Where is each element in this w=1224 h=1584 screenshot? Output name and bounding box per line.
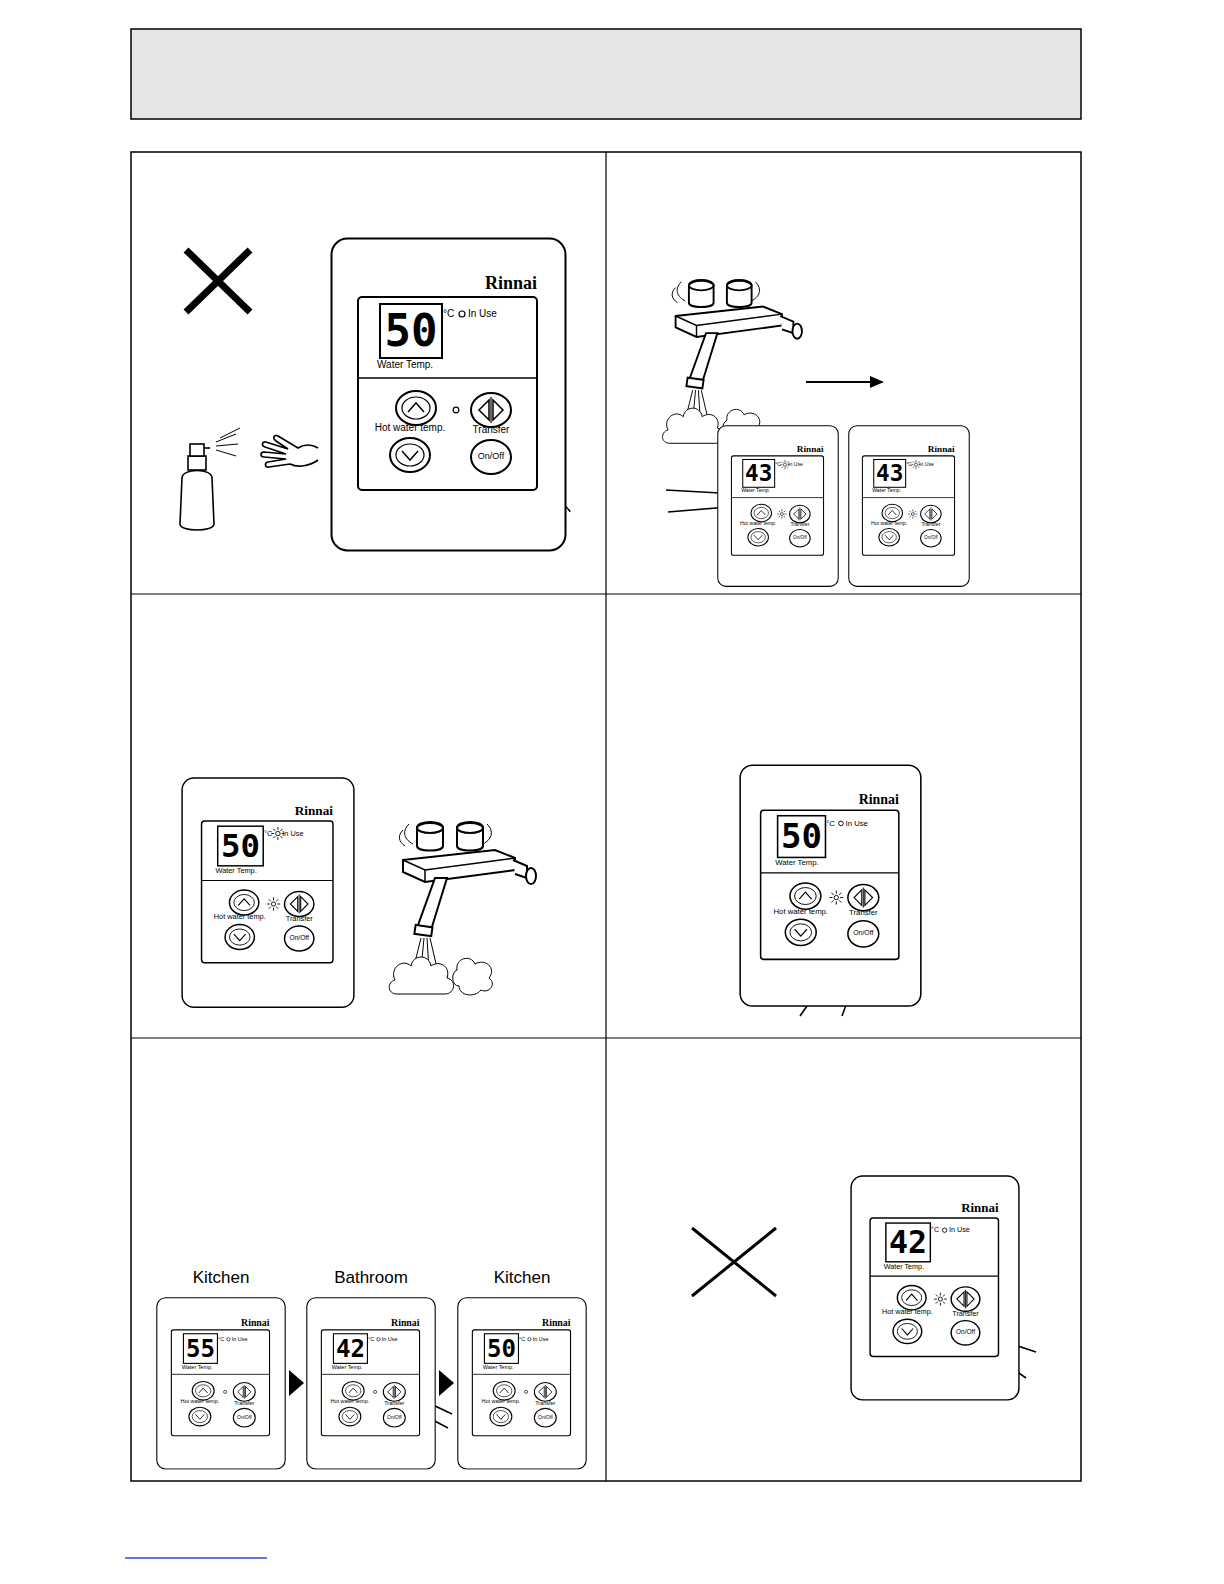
brand-logo: Rinnai (485, 273, 537, 294)
in-use-label: In Use (949, 1227, 970, 1234)
remote-controller: Rinnai 42°C In UseWater Temp. Hot water tem… (850, 1175, 1020, 1401)
remote-controller: Rinnai 50°C In UseWater Temp. Hot water tem… (739, 764, 922, 1007)
location-label: Kitchen (193, 1268, 250, 1288)
unit-label: °C (264, 830, 272, 837)
transfer-label: Transfer (234, 1400, 254, 1405)
unit-label: °C (519, 1336, 525, 1341)
on-off-label: On/Off (956, 1329, 975, 1335)
on-off-label: On/Off (237, 1415, 251, 1420)
on-off-label: On/Off (793, 536, 807, 541)
on-off-label: On/Off (478, 452, 504, 461)
transfer-label: Transfer (286, 915, 313, 922)
hot-water-temp-label: Hot water temp. (774, 908, 829, 916)
on-off-label: On/Off (290, 935, 309, 942)
hot-water-temp-label: Hot water temp. (375, 423, 446, 433)
water-temp-label: Water Temp. (332, 1364, 363, 1369)
brand-logo: Rinnai (928, 444, 955, 455)
hot-water-temp-label: Hot water temp. (214, 914, 266, 921)
unit-label: °C (775, 462, 781, 467)
hot-water-temp-label: Hot water temp. (871, 521, 907, 526)
unit-label: °C (218, 1336, 224, 1341)
water-temp-label: Water Temp. (377, 360, 433, 370)
unit-label: °C (443, 309, 454, 319)
transfer-label: Transfer (921, 522, 940, 527)
in-use-label: In Use (232, 1336, 248, 1341)
remote-controller: Rinnai 55°C In UseWater Temp. Hot water tem… (156, 1297, 286, 1470)
transfer-label: Transfer (849, 909, 877, 917)
temperature-display: 42 (333, 1334, 367, 1363)
on-off-label: On/Off (387, 1415, 401, 1420)
in-use-label: In Use (846, 820, 868, 828)
remote-controller: Rinnai 50°C In UseWater Temp. Hot water tem… (330, 237, 567, 552)
remote-controller: Rinnai 43°C In UseWater Temp. Hot water tem… (717, 425, 839, 587)
hot-water-temp-label: Hot water temp. (331, 1399, 370, 1404)
hot-water-temp-label: Hot water temp. (181, 1399, 220, 1404)
brand-logo: Rinnai (391, 1317, 420, 1329)
water-temp-label: Water Temp. (182, 1364, 213, 1369)
water-temp-label: Water Temp. (741, 488, 770, 493)
water-temp-label: Water Temp. (872, 488, 901, 493)
brand-logo: Rinnai (241, 1317, 270, 1329)
remote-controller: Rinnai 50°C In UseWater Temp. Hot water tem… (181, 777, 355, 1008)
remote-controller: Rinnai 43°C In UseWater Temp. Hot water tem… (848, 425, 970, 587)
temperature-display: 50 (380, 305, 442, 357)
transfer-label: Transfer (384, 1400, 404, 1405)
transfer-label: Transfer (535, 1400, 555, 1405)
brand-logo: Rinnai (961, 1201, 998, 1216)
hot-water-temp-label: Hot water temp. (882, 1308, 933, 1315)
temperature-display: 43 (743, 460, 775, 487)
temperature-display: 50 (218, 827, 264, 865)
brand-logo: Rinnai (542, 1317, 571, 1329)
unit-label: °C (931, 1227, 939, 1234)
water-temp-label: Water Temp. (483, 1364, 514, 1369)
in-use-label: In Use (919, 462, 934, 467)
water-temp-label: Water Temp. (775, 859, 818, 867)
on-off-label: On/Off (853, 930, 873, 937)
temperature-display: 42 (886, 1224, 930, 1261)
temperature-display: 50 (778, 817, 826, 857)
water-temp-label: Water Temp. (216, 867, 257, 874)
in-use-label: In Use (468, 309, 497, 319)
brand-logo: Rinnai (295, 803, 333, 818)
water-temp-label: Water Temp. (884, 1263, 924, 1270)
in-use-label: In Use (382, 1336, 398, 1341)
hot-water-temp-label: Hot water temp. (482, 1399, 521, 1404)
remote-controller: Rinnai 42°C In UseWater Temp. Hot water tem… (306, 1297, 436, 1470)
brand-logo: Rinnai (797, 444, 824, 455)
transfer-label: Transfer (473, 425, 510, 435)
brand-logo: Rinnai (859, 792, 899, 808)
on-off-label: On/Off (924, 536, 938, 541)
in-use-label: In Use (533, 1336, 549, 1341)
unit-label: °C (826, 820, 835, 828)
location-label: Bathroom (334, 1268, 408, 1288)
location-label: Kitchen (494, 1268, 551, 1288)
hot-water-temp-label: Hot water temp. (740, 521, 776, 526)
transfer-label: Transfer (952, 1310, 978, 1317)
in-use-label: In Use (788, 462, 803, 467)
remote-controller: Rinnai 50°C In UseWater Temp. Hot water tem… (457, 1297, 587, 1470)
unit-label: °C (906, 462, 912, 467)
temperature-display: 43 (874, 460, 906, 487)
unit-label: °C (368, 1336, 374, 1341)
temperature-display: 55 (183, 1334, 217, 1363)
transfer-label: Transfer (790, 522, 809, 527)
in-use-label: In Use (282, 830, 303, 837)
temperature-display: 50 (484, 1334, 518, 1363)
on-off-label: On/Off (538, 1415, 552, 1420)
